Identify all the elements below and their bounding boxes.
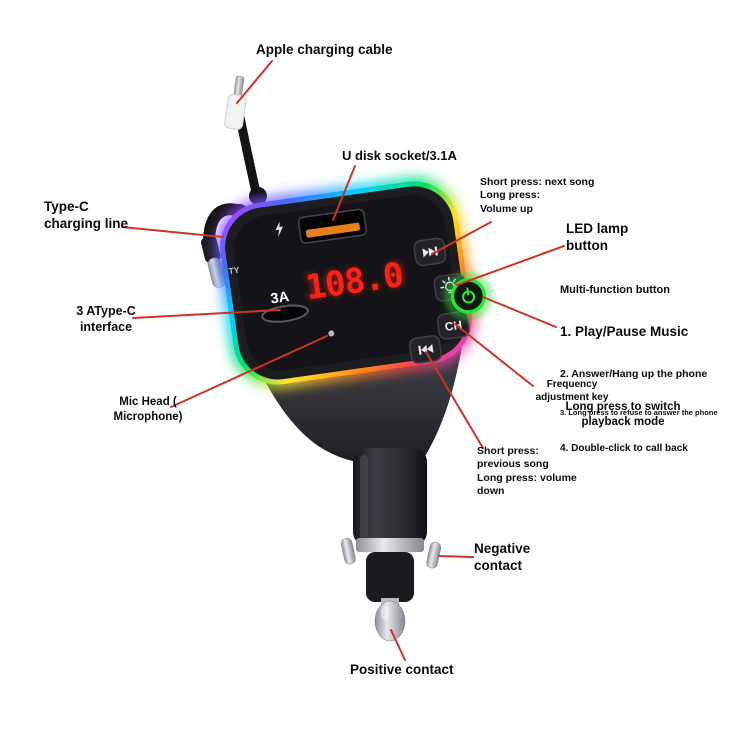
leader-frequency-key — [454, 323, 534, 387]
label-multifunction-button: Multi-function button 1. Play/Pause Musi… — [560, 263, 738, 476]
tip-shine — [381, 606, 389, 620]
face-inner-panel — [233, 195, 458, 371]
leader-typec-line — [121, 226, 224, 238]
side-print: TY — [228, 265, 240, 276]
leader-typec-interface — [132, 309, 281, 319]
multifunction-button — [444, 271, 493, 320]
usb-icon — [275, 221, 284, 238]
lightning-connector — [224, 75, 247, 130]
label-negative-contact: Negative contact — [474, 541, 531, 574]
positive-contact-tip — [374, 600, 406, 642]
car-plug-barrel — [353, 448, 427, 546]
typec-port-label: 3A — [270, 289, 291, 307]
ch-button-label: CH — [444, 318, 463, 334]
leader-u-disk — [332, 165, 356, 221]
skip-prev-icon — [418, 343, 434, 355]
next-song-button — [413, 237, 447, 267]
leader-next-song — [431, 221, 492, 255]
leader-negative-contact — [438, 555, 474, 558]
label-multifunction-title: Multi-function button — [560, 284, 670, 297]
plug-stem — [366, 552, 414, 602]
apple-charging-cable — [224, 75, 262, 202]
label-next-song: Short press: next song Long press: Volum… — [480, 176, 595, 215]
leader-led-lamp — [456, 245, 565, 286]
leader-positive-contact — [390, 629, 406, 661]
leader-mic — [170, 335, 328, 408]
label-multifunction-4: 4. Double-click to call back — [560, 442, 688, 454]
label-typec-interface: 3 AType-C interface — [76, 304, 136, 334]
mic-hole — [328, 330, 335, 337]
device-face: TY 108.0 108.0 3A — [216, 177, 493, 389]
label-positive-contact: Positive contact — [350, 662, 454, 677]
power-icon — [462, 287, 476, 304]
label-multifunction-2: 2. Answer/Hang up the phone — [560, 367, 708, 380]
leader-lines — [121, 60, 565, 661]
label-u-disk-socket: U disk socket/3.1A — [342, 148, 457, 163]
leader-prev-song — [425, 351, 484, 449]
label-playback-mode: Long press to switch playback mode — [565, 401, 681, 428]
label-mic-head: Mic Head ( Microphone) — [113, 396, 183, 423]
label-frequency-key: Frequency adjustment key — [535, 379, 609, 403]
usb-port-tab — [305, 222, 360, 238]
metal-collar — [356, 538, 424, 552]
label-multifunction-1: 1. Play/Pause Music — [560, 324, 689, 340]
leader-multifunction — [482, 296, 557, 328]
barrel-highlight — [360, 455, 368, 540]
label-led-lamp-button: LED lamp button — [566, 221, 629, 254]
label-prev-song: Short press: previous song Long press: v… — [477, 445, 577, 498]
leader-apple-cable — [236, 60, 273, 104]
label-multifunction-3: 3. Long press to refuse to answer the ph… — [560, 407, 718, 417]
prev-song-button — [409, 335, 442, 364]
label-typec-charging-line: Type-C charging line — [44, 199, 129, 232]
side-contact-spring — [340, 537, 356, 565]
label-apple-charging-cable: Apple charging cable — [256, 42, 393, 57]
